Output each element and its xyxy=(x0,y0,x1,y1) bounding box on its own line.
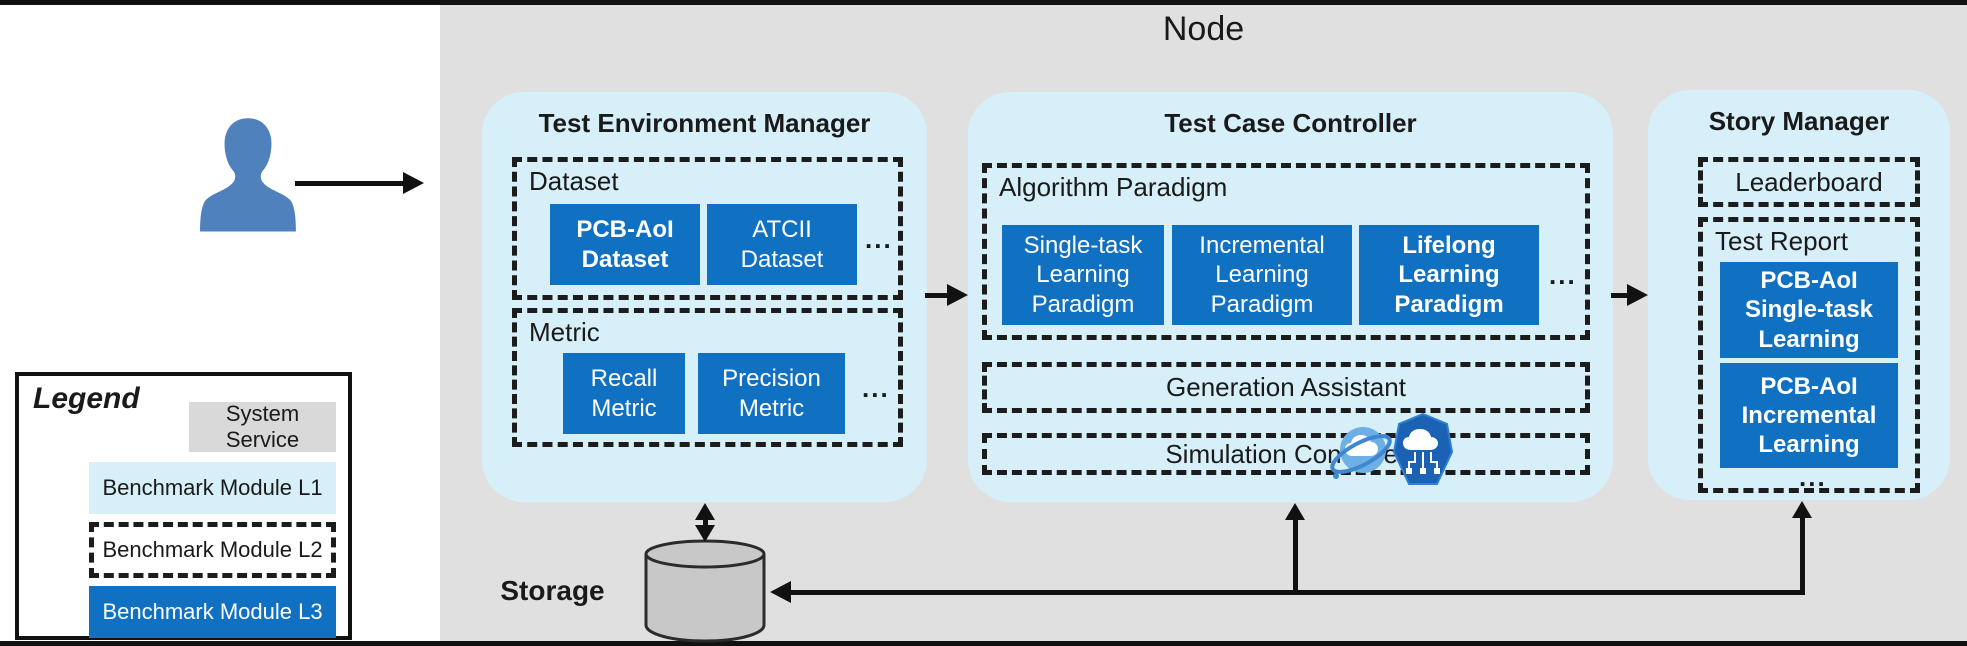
test-case-controller-box: Test Case Controller Algorithm Paradigm … xyxy=(968,92,1613,502)
arrow-tcc-to-story-line xyxy=(1611,293,1629,298)
leaderboard-label: Leaderboard xyxy=(1735,166,1883,197)
bottom-border xyxy=(0,641,1967,646)
arrow-into-storage-head xyxy=(770,581,791,603)
metric-zone: Metric Recall Metric Precision Metric ..… xyxy=(512,308,903,447)
node-title: Node xyxy=(1162,10,1245,48)
cloud-orbit-icon xyxy=(1330,427,1392,479)
arrow-tem-storage-up-head xyxy=(695,503,715,520)
legend-module-l3: Benchmark Module L3 xyxy=(89,586,336,638)
story-manager-box: Story Manager Leaderboard Test Report PC… xyxy=(1648,90,1950,500)
cloud-network-polygon-icon xyxy=(1392,412,1454,485)
pcb-single-task-report-box: PCB-AoI Single-task Learning xyxy=(1720,262,1898,358)
generation-assistant-label: Generation Assistant xyxy=(1166,372,1406,402)
algorithm-paradigm-zone: Algorithm Paradigm Single-task Learning … xyxy=(982,163,1590,340)
tem-title: Test Environment Manager xyxy=(538,108,871,138)
dataset-zone: Dataset PCB-AoI Dataset ATCII Dataset ..… xyxy=(512,157,903,300)
paradigm-ellipsis: ... xyxy=(1549,260,1577,290)
arrow-up-to-story-head xyxy=(1792,501,1812,518)
arrow-tem-to-tcc-line xyxy=(925,293,949,298)
atcii-dataset-box: ATCII Dataset xyxy=(707,204,857,285)
metric-ellipsis: ... xyxy=(862,373,890,403)
legend-title: Legend xyxy=(33,382,140,415)
algorithm-paradigm-label: Algorithm Paradigm xyxy=(999,172,1228,202)
generation-assistant-box: Generation Assistant xyxy=(982,362,1590,413)
test-report-ellipsis: ... xyxy=(1799,462,1827,492)
legend-module-l2: Benchmark Module L2 xyxy=(89,522,336,578)
test-environment-manager-box: Test Environment Manager Dataset PCB-AoI… xyxy=(482,92,927,502)
tcc-title: Test Case Controller xyxy=(1164,108,1417,138)
precision-metric-box: Precision Metric xyxy=(698,353,845,434)
dataset-label: Dataset xyxy=(529,166,619,196)
user-person-icon xyxy=(200,118,296,232)
arrow-up-to-tcc-head xyxy=(1285,503,1305,520)
storage-label: Storage xyxy=(500,575,605,606)
storage-cylinder-icon xyxy=(644,539,766,643)
simulation-controller-box: Simulation Controller xyxy=(982,433,1590,475)
arrow-tem-to-tcc-head xyxy=(947,284,968,306)
arrow-user-to-tem-line xyxy=(295,181,405,186)
arrow-tem-storage-line xyxy=(703,517,708,528)
arrow-user-to-tem-head xyxy=(403,172,424,194)
arrow-up-to-story-line xyxy=(1800,515,1805,593)
arrow-tcc-to-story-head xyxy=(1627,284,1648,306)
single-task-paradigm-box: Single-task Learning Paradigm xyxy=(1002,225,1164,325)
test-report-zone: Test Report PCB-AoI Single-task Learning… xyxy=(1698,217,1920,493)
legend-system-service: System Service xyxy=(189,401,336,452)
lifelong-paradigm-box: Lifelong Learning Paradigm xyxy=(1359,225,1539,325)
pcb-incremental-report-box: PCB-AoI Incremental Learning xyxy=(1720,363,1898,468)
legend-module-l1: Benchmark Module L1 xyxy=(89,462,336,514)
pcb-aoi-dataset-box: PCB-AoI Dataset xyxy=(550,204,700,285)
story-title: Story Manager xyxy=(1708,106,1890,136)
recall-metric-box: Recall Metric xyxy=(563,353,685,434)
top-border xyxy=(0,0,1967,5)
test-report-label: Test Report xyxy=(1715,226,1848,256)
dataset-ellipsis: ... xyxy=(865,224,893,254)
metric-label: Metric xyxy=(529,317,600,347)
arrow-up-to-tcc-line xyxy=(1293,517,1298,592)
bottom-connector-line xyxy=(789,590,1805,595)
incremental-paradigm-box: Incremental Learning Paradigm xyxy=(1172,225,1352,325)
arrow-tem-storage-down-head xyxy=(695,525,715,542)
leaderboard-box: Leaderboard xyxy=(1698,157,1920,207)
legend-box: Legend System Service Benchmark Module L… xyxy=(15,372,352,640)
